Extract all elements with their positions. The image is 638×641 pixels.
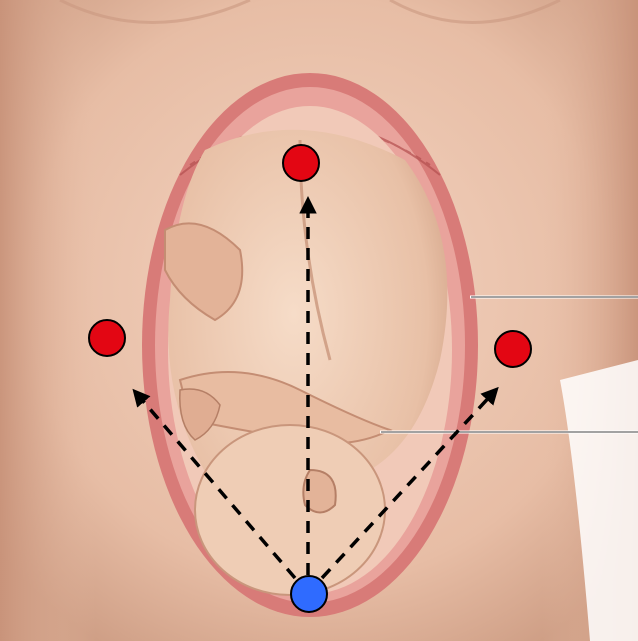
right-target-marker <box>495 331 531 367</box>
left-target-marker <box>89 320 125 356</box>
bottom-origin-marker <box>291 576 327 612</box>
top-target-marker <box>283 145 319 181</box>
